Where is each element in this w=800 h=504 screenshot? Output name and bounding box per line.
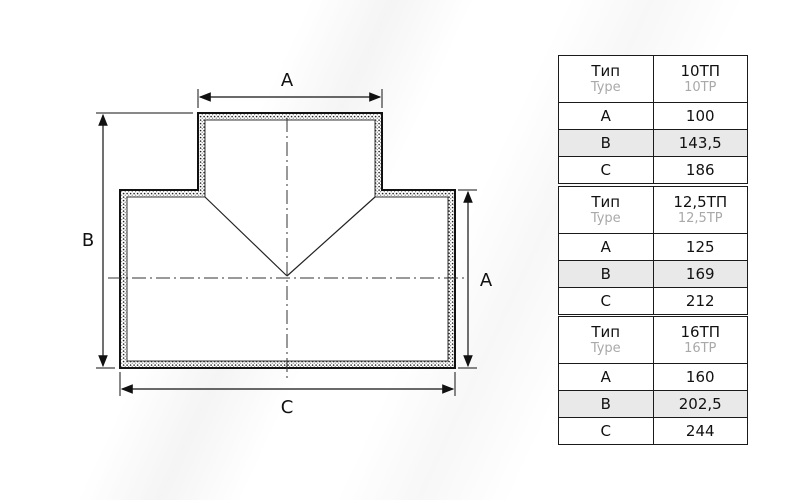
table-header-row: Тип Type 16ТП 16TP (558, 316, 748, 364)
param-cell: A (558, 233, 654, 261)
table-row: A 160 (558, 363, 748, 391)
param-cell: A (558, 363, 654, 391)
type-value-en: 16TP (684, 341, 717, 357)
type-header-cell: Тип Type (558, 55, 654, 103)
type-value-cell: 12,5ТП 12,5TP (652, 186, 748, 234)
table-row: B 202,5 (558, 390, 748, 418)
type-label-en: Type (590, 341, 621, 357)
param-cell: A (558, 102, 654, 130)
type-label-ru: Тип (591, 193, 621, 212)
param-cell: C (558, 156, 654, 184)
spec-table-12-5tp: Тип Type 12,5ТП 12,5TP A 125 B 169 C 212 (558, 186, 748, 315)
value-cell: 202,5 (652, 390, 748, 418)
value-cell: 160 (652, 363, 748, 391)
spec-table-16tp: Тип Type 16ТП 16TP A 160 B 202,5 C 244 (558, 316, 748, 445)
type-label-en: Type (590, 211, 621, 227)
value-cell: 244 (652, 417, 748, 445)
value-cell: 186 (652, 156, 748, 184)
type-label-ru: Тип (591, 62, 621, 81)
param-cell: B (558, 260, 654, 288)
value-cell: 212 (652, 287, 748, 315)
table-row: C 212 (558, 287, 748, 315)
table-row: B 169 (558, 260, 748, 288)
type-value-cell: 10ТП 10TP (652, 55, 748, 103)
type-value-en: 12,5TP (677, 211, 723, 227)
table-header-row: Тип Type 10ТП 10TP (558, 55, 748, 103)
dim-label-c-bottom: C (281, 397, 294, 418)
type-value-cell: 16ТП 16TP (652, 316, 748, 364)
type-value-en: 10TP (684, 80, 717, 96)
type-value-ru: 10ТП (680, 62, 721, 81)
dim-label-a-top: A (281, 70, 294, 91)
param-cell: B (558, 390, 654, 418)
value-cell: 125 (652, 233, 748, 261)
weld-line-right (286, 196, 376, 277)
type-value-ru: 16ТП (680, 323, 721, 342)
param-cell: C (558, 417, 654, 445)
table-row: A 100 (558, 102, 748, 130)
table-row: B 143,5 (558, 129, 748, 157)
value-cell: 169 (652, 260, 748, 288)
type-value-ru: 12,5ТП (673, 193, 728, 212)
spec-table-10tp: Тип Type 10ТП 10TP A 100 B 143,5 C 186 (558, 55, 748, 184)
weld-line-left (204, 196, 288, 277)
type-label-ru: Тип (591, 323, 621, 342)
type-header-cell: Тип Type (558, 316, 654, 364)
table-row: C 186 (558, 156, 748, 184)
value-cell: 143,5 (652, 129, 748, 157)
type-header-cell: Тип Type (558, 186, 654, 234)
table-header-row: Тип Type 12,5ТП 12,5TP (558, 186, 748, 234)
tee-fitting-svg: A B A C (82, 70, 493, 418)
tee-fitting-drawing: A B A C (82, 70, 493, 418)
param-cell: C (558, 287, 654, 315)
table-row: C 244 (558, 417, 748, 445)
dim-label-a-right: A (480, 270, 493, 291)
param-cell: B (558, 129, 654, 157)
table-row: A 125 (558, 233, 748, 261)
value-cell: 100 (652, 102, 748, 130)
dim-label-b-left: B (82, 230, 94, 251)
type-label-en: Type (590, 80, 621, 96)
